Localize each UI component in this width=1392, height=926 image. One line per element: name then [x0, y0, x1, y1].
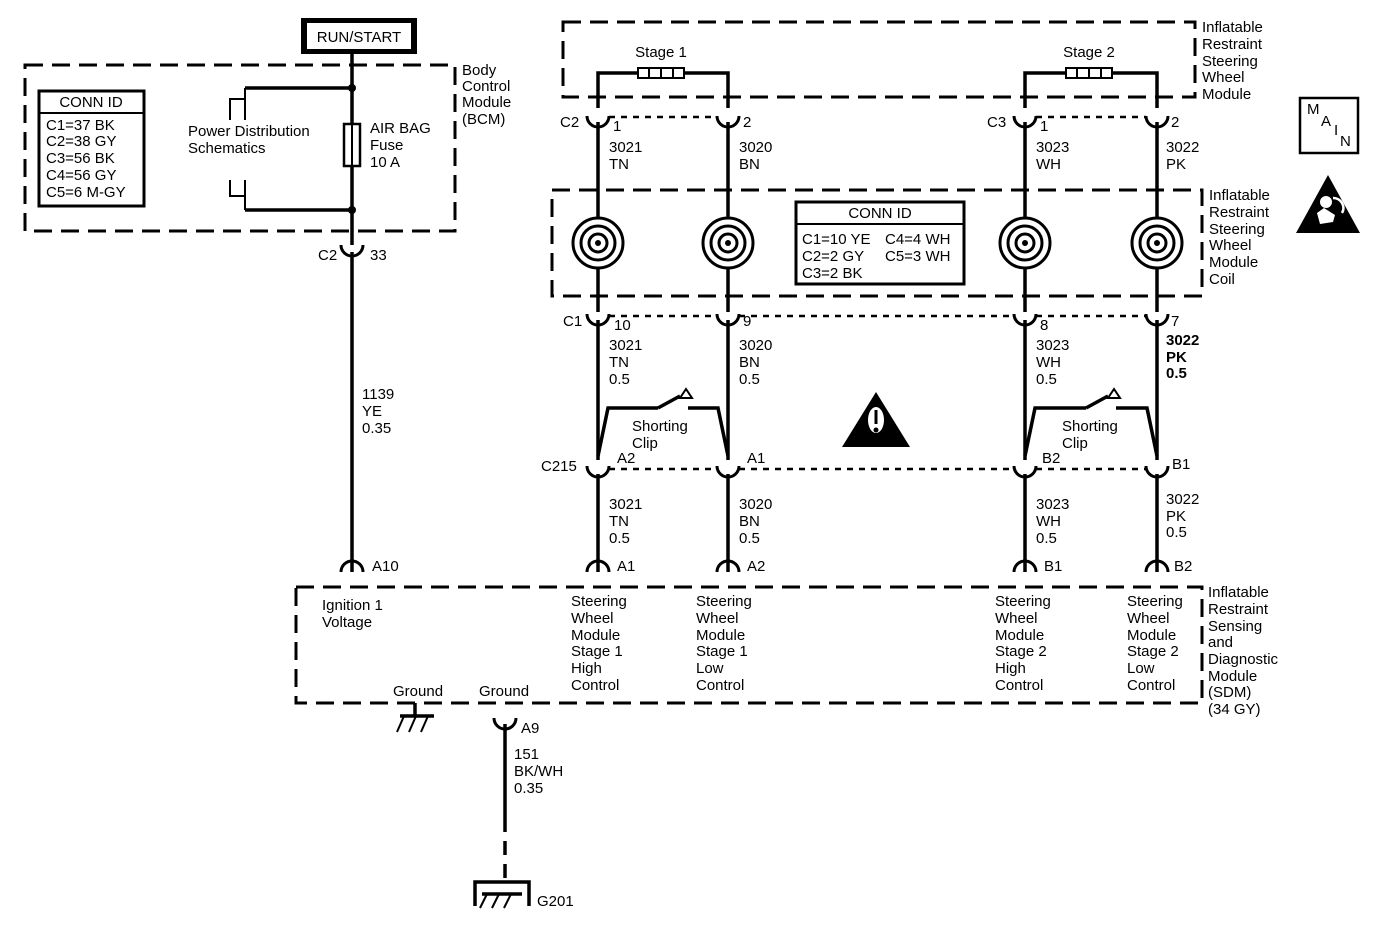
coil-pin-label: 10	[614, 317, 631, 334]
lower-wires	[596, 474, 1159, 572]
ignition-wire-label: 1139 YE 0.35	[362, 386, 398, 437]
bcm-conn-id-list: C1=37 BK C2=38 GY C3=56 BK C4=56 GY C5=6…	[46, 117, 126, 201]
splice-dot	[348, 206, 356, 214]
upper-wire-label: 3023 WH	[1036, 139, 1074, 173]
run-start-source: RUN/START	[301, 18, 417, 54]
module-pin-label: 2	[1171, 114, 1179, 131]
module-conn-c2-label: C2	[560, 114, 579, 131]
bcm-box	[23, 63, 457, 233]
sdm-box	[294, 585, 1204, 705]
mid-wires	[596, 320, 1159, 460]
coil-spiral	[1130, 216, 1184, 270]
airbag-warning-icon	[1296, 175, 1360, 233]
bcm-conn-id-title: CONN ID	[59, 94, 123, 111]
main-badge-letter: N	[1340, 133, 1351, 150]
main-badge-letter: A	[1321, 113, 1331, 130]
chassis-ground-icon	[396, 703, 434, 733]
lower-wire-label: 3021 TN 0.5	[609, 496, 647, 547]
shorting-clip-label: Shorting Clip	[632, 418, 692, 452]
coil-conn-c1-label: C1	[563, 313, 582, 330]
upper-wire-label: 3022 PK	[1166, 139, 1204, 173]
coil-spiral	[571, 216, 625, 270]
g201-ground-icon	[473, 880, 531, 909]
power-distribution-label: Power Distribution Schematics	[188, 123, 314, 157]
c215-connector: C215 A2 A1 B2 B1	[541, 450, 1190, 479]
coil-pin-label: 9	[743, 313, 751, 330]
coil-spiral	[701, 216, 755, 270]
stage-2-high-control-label: Steering Wheel Module Stage 2 High Contr…	[995, 593, 1055, 694]
stage-1-label: Stage 1	[635, 44, 687, 61]
c215-pin-label: B2	[1042, 450, 1060, 467]
main-badge-letter: M	[1307, 101, 1320, 118]
warning-triangle-icon	[842, 392, 910, 447]
shorting-clip-stage-2: Shorting Clip	[1023, 387, 1159, 457]
lower-wire-label: 3020 BN 0.5	[739, 496, 777, 547]
sdm-pin-label: B1	[1044, 558, 1062, 575]
main-badge[interactable]: M A I N	[1298, 96, 1360, 155]
sdm-name: Inflatable Restraint Sensing and Diagnos…	[1208, 584, 1282, 718]
ground-wire-label: 151 BK/WH 0.35	[514, 746, 567, 797]
c215-pin-label: A1	[747, 450, 765, 467]
coil-box	[550, 188, 1204, 298]
stage-1-high-control-label: Steering Wheel Module Stage 1 High Contr…	[571, 593, 631, 694]
run-start-label: RUN/START	[317, 29, 401, 46]
stage-2-low-control-label: Steering Wheel Module Stage 2 Low Contro…	[1127, 593, 1187, 694]
sdm-ground-pin-label: A9	[521, 720, 539, 737]
module-pin-label: 1	[613, 118, 621, 135]
splice-dot	[348, 84, 356, 92]
ground-label: Ground	[393, 683, 443, 700]
sdm-pin-label: B2	[1174, 558, 1192, 575]
bcm-pin-label: 33	[370, 247, 387, 264]
bcm-conn-id-table: CONN ID C1=37 BK C2=38 GY C3=56 BK C4=56…	[37, 89, 146, 208]
g201-label: G201	[537, 893, 574, 910]
c215-pin-label: A2	[617, 450, 635, 467]
stage-2-deployment-loop: Stage 2	[1023, 44, 1159, 108]
stage-1-deployment-loop: Stage 1	[596, 44, 730, 108]
power-distribution-reference: Power Distribution Schematics	[188, 86, 352, 212]
coil-pin-label: 7	[1171, 313, 1179, 330]
bcm-connector-label: C2	[318, 247, 337, 264]
coil-name: Inflatable Restraint Steering Wheel Modu…	[1209, 187, 1274, 288]
upper-wires	[596, 122, 1159, 218]
coil-lower-stubs	[596, 268, 1159, 312]
mid-wire-label: 3023 WH 0.5	[1036, 337, 1074, 388]
ground-label: Ground	[479, 683, 529, 700]
upper-wire-label: 3020 BN	[739, 139, 777, 173]
lower-wire-label: 3022 PK 0.5	[1166, 491, 1204, 541]
c215-pin-label: B1	[1172, 456, 1190, 473]
module-connectors: C2 C3 1 2 1 2	[560, 114, 1179, 135]
coil-spiral	[998, 216, 1052, 270]
sdm-connectors: A10 A1 A2 B1 B2	[339, 558, 1192, 575]
sdm-pin-label: A10	[372, 558, 399, 575]
shorting-clip-stage-1: Shorting Clip	[596, 387, 730, 457]
mid-wire-label: 3021 TN 0.5	[609, 337, 647, 388]
shorting-clip-label: Shorting Clip	[1062, 418, 1122, 452]
coil-conn-id-list: C4=4 WH C5=3 WH	[885, 231, 955, 265]
coil-c1-connectors: C1 10 9 8 7	[563, 313, 1179, 334]
stage-2-label: Stage 2	[1063, 44, 1115, 61]
bcm-name: Body Control Module (BCM)	[462, 62, 515, 128]
upper-wire-label: 3021 TN	[609, 139, 647, 173]
stage-1-low-control-label: Steering Wheel Module Stage 1 Low Contro…	[696, 593, 756, 694]
module-pin-label: 1	[1040, 118, 1048, 135]
mid-wire-label: 3020 BN 0.5	[739, 337, 777, 388]
module-conn-c3-label: C3	[987, 114, 1006, 131]
module-pin-label: 2	[743, 114, 751, 131]
sdm-pin-label: A2	[747, 558, 765, 575]
lower-wire-label: 3023 WH 0.5	[1036, 496, 1074, 547]
coil-conn-id-table: CONN ID C1=10 YE C2=2 GY C3=2 BK C4=4 WH…	[794, 200, 966, 286]
coil-pin-label: 8	[1040, 317, 1048, 334]
coil-conn-id-list: C1=10 YE C2=2 GY C3=2 BK	[802, 231, 875, 282]
mid-wire-label: 3022 PK 0.5	[1166, 332, 1204, 382]
coil-conn-id-title: CONN ID	[848, 205, 912, 222]
sdm-pin-label: A1	[617, 558, 635, 575]
main-badge-letter: I	[1334, 122, 1338, 139]
steering-wheel-module-name: Inflatable Restraint Steering Wheel Modu…	[1202, 19, 1267, 103]
fuse-label: AIR BAG Fuse 10 A	[370, 120, 435, 171]
c215-label: C215	[541, 458, 577, 475]
ignition-voltage-label: Ignition 1 Voltage	[322, 597, 387, 631]
